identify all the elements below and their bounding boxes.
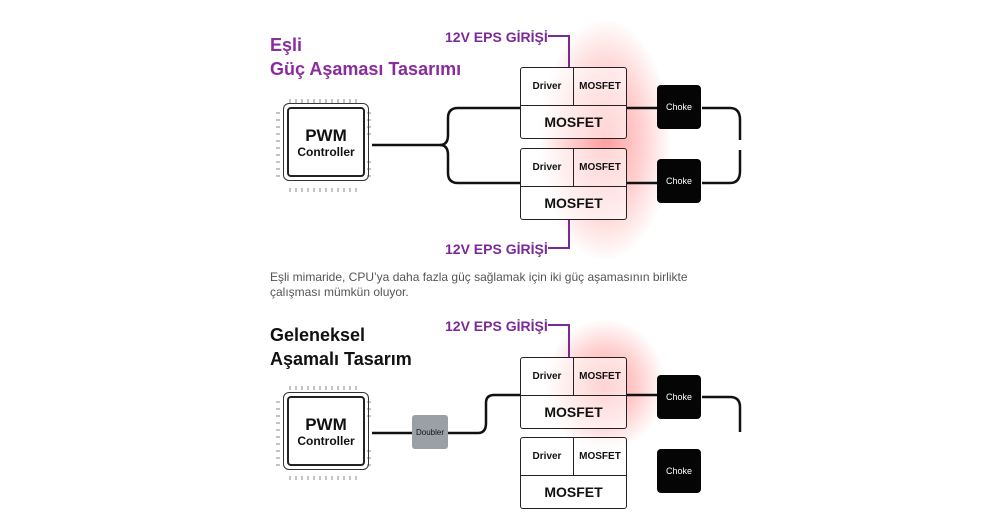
choke-2: Choke	[657, 159, 701, 203]
choke-2: Choke	[657, 449, 701, 493]
caption-text: Eşli mimaride, CPU’ya daha fazla güç sağ…	[270, 270, 688, 299]
mosfet-large-label: MOSFET	[544, 484, 603, 500]
eps-input-label-lower: 12V EPS GİRİŞİ	[445, 241, 548, 257]
choke-1: Choke	[657, 375, 701, 419]
controller-label: Controller	[297, 433, 355, 448]
pwm-controller-chip: PWM Controller	[283, 103, 369, 181]
traditional-title-line2: Aşamalı Tasarım	[270, 349, 412, 369]
pwm-label: PWM	[305, 414, 347, 434]
traditional-title-line1: Geleneksel	[270, 325, 366, 345]
eps-input-label: 12V EPS GİRİŞİ	[445, 318, 548, 334]
paired-design-title: Eşli Güç Aşaması Tasarımı	[270, 33, 461, 81]
traditional-design-title: Geleneksel Aşamalı Tasarım	[270, 323, 412, 371]
controller-label: Controller	[297, 144, 355, 159]
power-stage-1: Driver MOSFET MOSFET	[520, 67, 627, 139]
power-stage-2: Driver MOSFET MOSFET	[520, 148, 627, 220]
paired-title-line1: Eşli	[270, 35, 303, 55]
paired-title-line2: Güç Aşaması Tasarımı	[270, 59, 462, 79]
driver-label: Driver	[532, 81, 562, 92]
mosfet-small-label: MOSFET	[573, 68, 626, 105]
choke-1: Choke	[657, 85, 701, 129]
heat-glow-top	[540, 20, 670, 260]
mosfet-large-label: MOSFET	[544, 404, 603, 420]
eps-input-label-upper: 12V EPS GİRİŞİ	[445, 29, 548, 45]
power-stage-2: Driver MOSFET MOSFET	[520, 437, 627, 509]
driver-label: Driver	[532, 162, 562, 173]
mosfet-large-label: MOSFET	[544, 195, 603, 211]
driver-label: Driver	[532, 451, 562, 462]
pwm-label: PWM	[305, 125, 347, 145]
mosfet-small-label: MOSFET	[573, 358, 626, 395]
mosfet-large-label: MOSFET	[544, 114, 603, 130]
driver-label: Driver	[532, 371, 562, 382]
pwm-controller-chip: PWM Controller	[283, 392, 369, 470]
mosfet-small-label: MOSFET	[573, 438, 626, 475]
mosfet-small-label: MOSFET	[573, 149, 626, 186]
power-stage-1: Driver MOSFET MOSFET	[520, 357, 627, 429]
doubler-chip: Doubler	[412, 415, 448, 449]
